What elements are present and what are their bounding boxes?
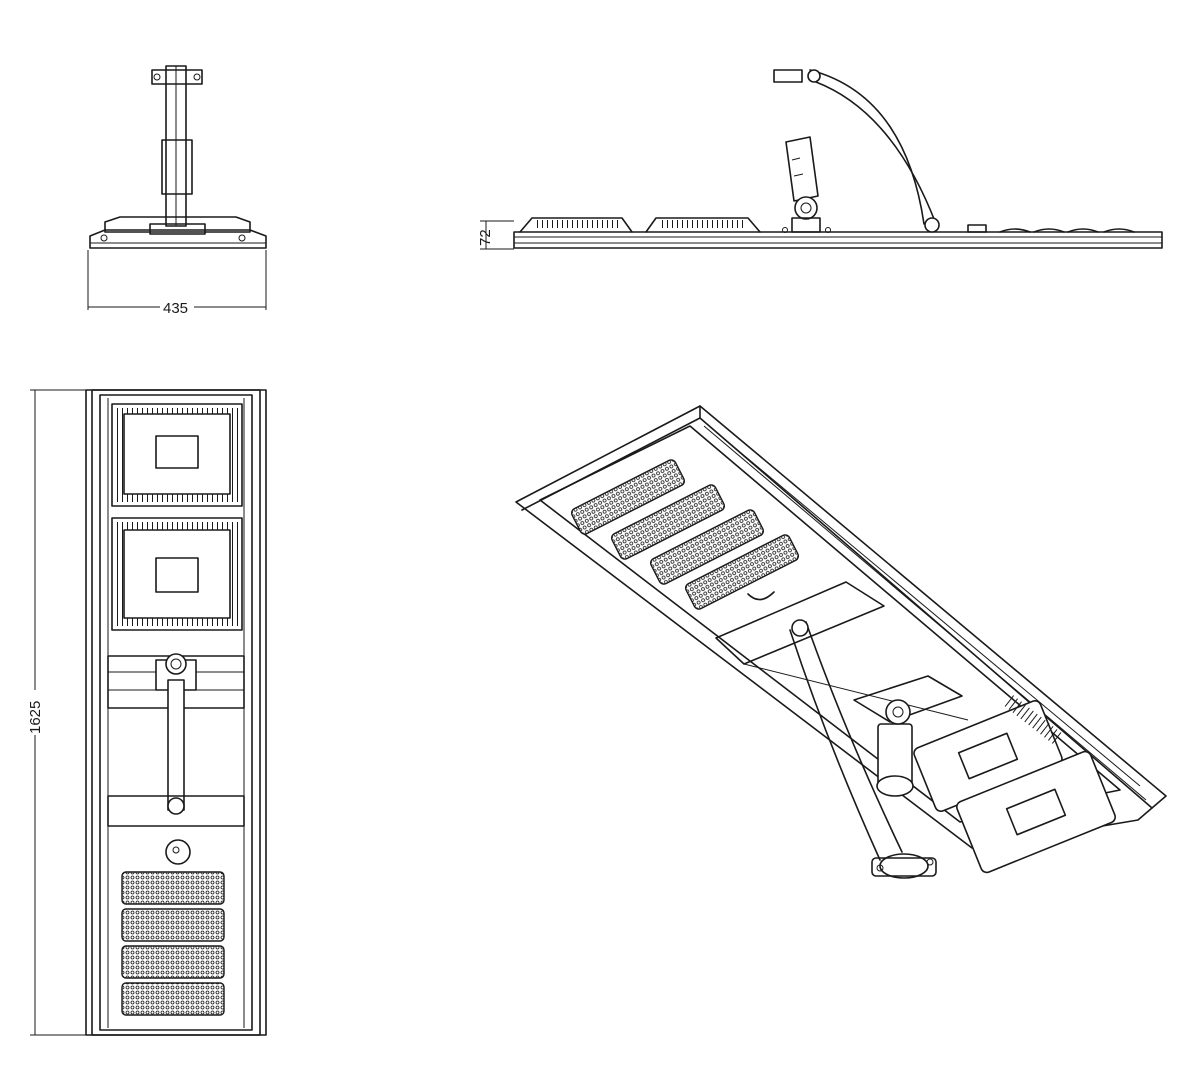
- height-dimension-label: 72: [477, 229, 494, 246]
- length-dimension-label: 1625: [27, 701, 44, 734]
- isometric-view: [515, 405, 1167, 879]
- front-view: 435: [87, 65, 267, 317]
- width-dimension-label: 435: [163, 300, 188, 317]
- side-view: 72: [477, 69, 1163, 250]
- top-view: 1625: [27, 389, 267, 1036]
